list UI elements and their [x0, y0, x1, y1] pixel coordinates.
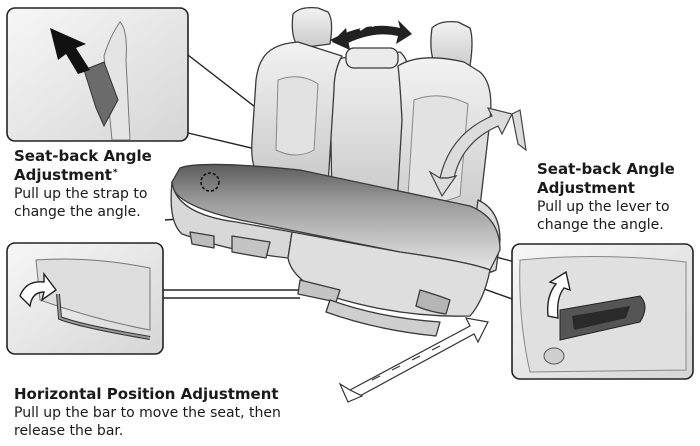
lever-up-arrow-icon — [546, 270, 571, 319]
lever-inset — [511, 243, 694, 380]
strap-heading-line1: Seat-back Angle — [14, 147, 152, 165]
horizontal-body-line1: Pull up the bar to move the seat, then — [14, 405, 281, 421]
lever-callout: Seat-back Angle Adjustment Pull up the l… — [537, 160, 675, 234]
horizontal-heading: Horizontal Position Adjustment — [14, 385, 279, 403]
lift-bar-arrow-icon — [19, 271, 57, 308]
strap-heading-line2: Adjustment* — [14, 166, 152, 185]
lever-body-line1: Pull up the lever to — [537, 199, 670, 215]
center-headrest — [345, 47, 399, 69]
lever-heading-line1: Seat-back Angle — [537, 160, 675, 178]
lever-body-line2: change the angle. — [537, 217, 664, 233]
strap-callout: Seat-back Angle Adjustment* Pull up the … — [14, 147, 152, 221]
left-headrest — [291, 6, 333, 49]
strap-body-line2: change the angle. — [14, 204, 141, 220]
fold-arrow-icon — [330, 20, 412, 50]
lever-heading-line2: Adjustment — [537, 179, 635, 197]
bar-inset — [6, 242, 164, 355]
horizontal-callout: Horizontal Position Adjustment Pull up t… — [14, 385, 281, 440]
strap-inset — [6, 7, 189, 142]
horizontal-body-line2: release the bar. — [14, 423, 124, 439]
recline-arrow-icon — [428, 107, 527, 198]
rear-seat — [170, 6, 501, 337]
slide-arrow-icon — [338, 317, 489, 403]
strap-body-line1: Pull up the strap to — [14, 186, 148, 202]
footnote-marker: * — [112, 168, 118, 178]
pull-up-arrow-icon — [50, 28, 90, 74]
strap-heading-text: Adjustment — [14, 166, 112, 184]
strap-location-marker — [200, 172, 220, 192]
